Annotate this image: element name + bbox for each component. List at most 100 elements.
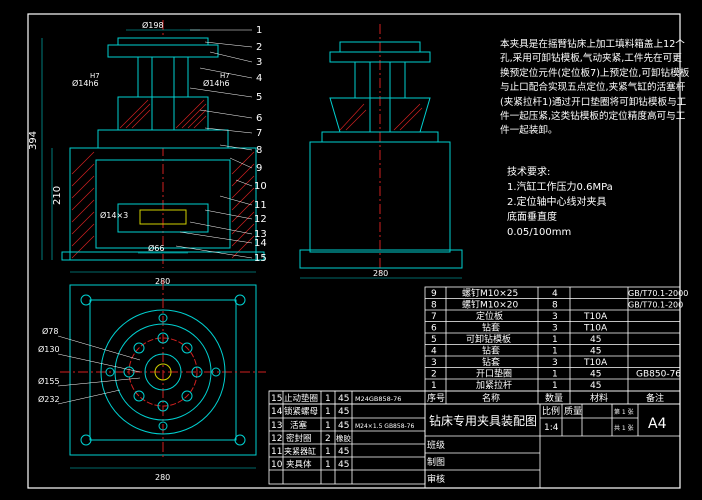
part-name: 开口垫圈 [476,368,512,380]
drawing-title: 钻床专用夹具装配图 [429,413,537,428]
callout-15: 15 [254,253,267,264]
scale-value: 1:4 [544,423,559,433]
part-mat: 45 [590,381,601,391]
part-qty: 1 [325,460,331,470]
part-name: 可卸钻模板 [466,333,511,345]
part-name: 加紧拉杆 [476,379,512,391]
plan-hub [154,363,172,381]
plan-view: Ø78 Ø130 Ø155 Ø232 280 [38,280,266,482]
part-no: 4 [431,347,437,357]
lock-nut [139,209,187,225]
part-mat: T10A [583,312,608,322]
weight-label: 质量 [564,405,582,417]
part-no: 1 [431,381,437,391]
callout-8: 8 [256,145,262,156]
front-view: 394 210 Ø198 Ø14h6 Ø14h6 Ø66 Ø14×3 280 H… [28,20,267,286]
parts-list [268,286,681,489]
description-notes: 本夹具是在摇臂钻床上加工填料箱盖上12个孔,采用可卸钻模板,气动夹紧,工件先在可… [500,38,690,139]
dim-h7-left: H7 [90,72,100,80]
callout-11: 11 [254,200,267,211]
dim-side-width: 280 [373,269,388,278]
part-qty: 3 [552,358,558,368]
workpiece-hatching [119,99,207,129]
part-qty: 3 [552,312,558,322]
part-name: 钻套 [482,356,500,368]
part-qty: 1 [325,407,331,417]
parts-upper-rows: 9 螺钉M10×25 4 GB/T70.1-2000 8 螺钉M10×20 8 … [431,288,688,391]
plan-bolt-holes [80,294,246,446]
part-std: M24×1.5 GB858-76 [355,423,414,430]
callout-2: 2 [256,42,262,53]
technical-requirements: 技术要求: 1.汽缸工作压力0.6MPa 2.定位轴中心线对夹具 底面垂直度 0… [507,165,613,240]
dim-lower-height: 210 [52,186,63,205]
pull-rod [151,56,175,136]
title-block: 钻床专用夹具装配图 比例 质量 1:4 第 1 张 共 1 张 A4 班级 制图… [427,405,667,485]
dim-d14h6-right: Ø14h6 [203,78,230,88]
part-name: 夹具体 [286,459,312,470]
part-mat: 橡胶 [336,433,351,443]
callout-1: 1 [256,25,262,36]
dim-h7-right: H7 [220,72,230,80]
sheet-size: A4 [648,416,667,432]
side-view: 280 [299,24,463,279]
part-mat: 45 [338,407,349,417]
part-mat: T10A [583,358,608,368]
part-std: GB/T70.1-200 [628,301,683,310]
callout-14: 14 [254,238,267,249]
side-body [309,141,451,253]
part-qty: 1 [552,381,558,391]
dim-d14h6-left: Ø14h6 [72,78,99,88]
callout-3: 3 [256,57,262,68]
part-mat: 45 [338,421,349,431]
part-no: 5 [431,335,437,345]
side-base [299,249,463,269]
part-no: 12 [271,434,282,444]
sheet-total: 共 1 张 [614,424,634,432]
dim-d14x3: Ø14×3 [100,210,128,220]
piston [117,203,209,233]
parts-header: 序号 名称 数量 材料 备注 [427,392,664,404]
plan-circle-outer [100,309,226,435]
part-qty: 2 [325,434,331,444]
callout-leaders [175,29,253,259]
front-dim-lines [41,29,256,273]
callout-9: 9 [256,163,262,174]
dim-total-height: 394 [28,131,39,150]
requirements-title: 技术要求: [507,167,551,178]
part-no: 15 [271,394,282,404]
sheet-border [27,13,681,489]
callout-10: 10 [254,181,267,192]
part-mat: 45 [338,394,349,404]
part-qty: 1 [325,447,331,457]
header-qty: 数量 [545,392,563,404]
parts-left-rows: 15 止动垫圈 1 45 M24GB858-76 14 锁紧螺母 1 45 13… [271,393,414,470]
part-mat: 45 [338,447,349,457]
header-no: 序号 [427,392,445,404]
part-std: GB850-76 [636,370,681,380]
part-name: 钻套 [482,322,500,334]
part-no: 9 [431,289,437,299]
part-qty: 1 [552,370,558,380]
cylinder-bore [95,159,231,249]
part-std: GB/T70.1-2000 [628,289,688,298]
part-qty: 3 [552,324,558,334]
part-no: 2 [431,370,437,380]
drawn-label: 制图 [427,456,445,468]
part-no: 3 [431,358,437,368]
header-remark: 备注 [646,392,664,404]
dim-d66: Ø66 [148,243,164,253]
plan-dim-leaders [57,335,141,405]
part-name: 活塞 [290,420,308,431]
requirement-item: 2.定位轴中心线对夹具 [507,197,607,208]
body-hatching [71,151,255,259]
requirement-item: 0.05/100mm [507,227,572,238]
part-std: M24GB858-76 [355,395,401,403]
drill-plate-top [117,37,209,46]
base-flange [61,251,265,261]
dim-d130: Ø130 [38,344,60,354]
part-no: 6 [431,324,437,334]
part-name: 密封圈 [286,433,312,444]
dim-d78: Ø78 [42,326,58,336]
class-label: 班级 [427,439,445,451]
